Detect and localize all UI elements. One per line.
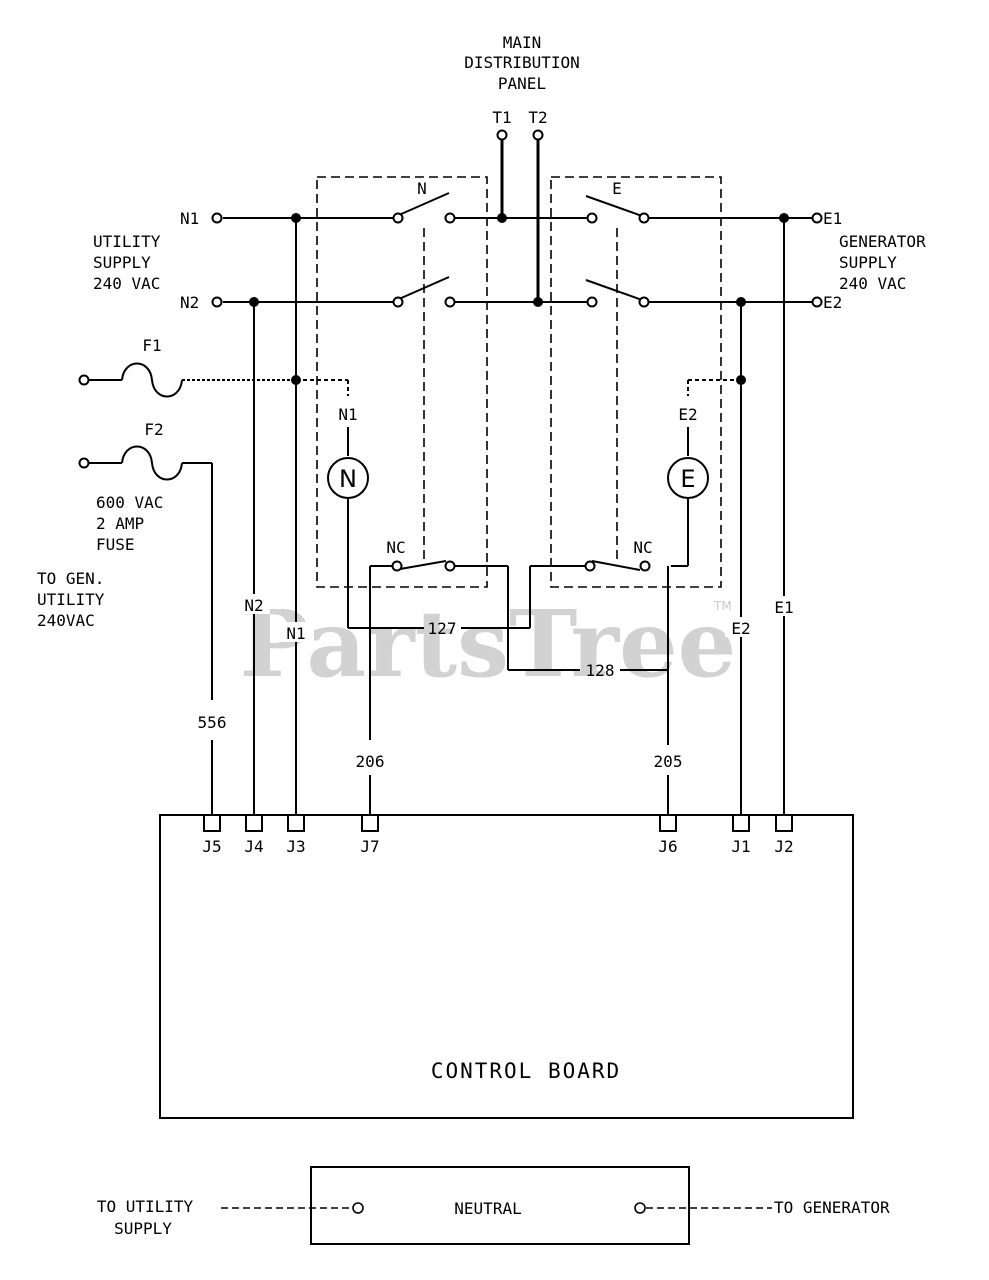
coil-n-symbol: N bbox=[327, 457, 369, 499]
panel-title-line2: DISTRIBUTION bbox=[464, 53, 580, 72]
generator-label-line3: 240 VAC bbox=[839, 274, 906, 293]
nc-contact-dots bbox=[391, 560, 651, 572]
wire-e2-bg bbox=[725, 617, 757, 637]
nc-right-label: NC bbox=[633, 538, 652, 557]
wire-n1-bg bbox=[280, 622, 312, 642]
terminal-t1-label: T1 bbox=[492, 108, 511, 127]
panel-title-line3: PANEL bbox=[498, 74, 546, 93]
fuse-rating-line2: 2 AMP bbox=[96, 514, 144, 533]
utility-n1-terminal-dot bbox=[211, 212, 223, 224]
wire-128-label: 128 bbox=[586, 661, 615, 680]
connector-j1-label: J1 bbox=[731, 837, 750, 856]
utility-n2-terminal: N2 bbox=[180, 293, 199, 312]
coil-n-wire-label: N1 bbox=[338, 405, 357, 424]
to-gen-line2: UTILITY bbox=[37, 590, 105, 609]
drop-wires bbox=[253, 218, 785, 815]
connector-j4-label: J4 bbox=[244, 837, 263, 856]
generator-label-line2: SUPPLY bbox=[839, 253, 897, 272]
connector-pins bbox=[203, 814, 793, 832]
switch-e-label: E bbox=[612, 179, 622, 198]
generator-label-line1: GENERATOR bbox=[839, 232, 926, 251]
watermark-tm: TM bbox=[713, 599, 732, 613]
fuse-f1-label: F1 bbox=[142, 336, 161, 355]
connector-j5-label: J5 bbox=[202, 837, 221, 856]
neutral-box bbox=[310, 1166, 690, 1245]
utility-label-line3: 240 VAC bbox=[93, 274, 160, 293]
bus-lines bbox=[223, 192, 813, 303]
to-utility-line2: SUPPLY bbox=[114, 1219, 172, 1238]
neutral-leads bbox=[221, 1202, 772, 1214]
control-board-box bbox=[159, 814, 854, 1119]
wire-n2-label: N2 bbox=[244, 596, 263, 615]
control-board-label: CONTROL BOARD bbox=[431, 1059, 621, 1083]
utility-label-line1: UTILITY bbox=[93, 232, 161, 251]
wire-e1-label: E1 bbox=[774, 598, 793, 617]
to-utility-line1: TO UTILITY bbox=[97, 1197, 194, 1216]
connector-j3-label: J3 bbox=[286, 837, 305, 856]
connector-j2-label: J2 bbox=[774, 837, 793, 856]
coil-wires bbox=[347, 379, 741, 815]
utility-label-line2: SUPPLY bbox=[93, 253, 151, 272]
terminal-t2-label: T2 bbox=[528, 108, 547, 127]
to-generator-label: TO GENERATOR bbox=[774, 1198, 890, 1217]
junction-dots bbox=[249, 213, 789, 385]
fuse-symbols bbox=[78, 362, 349, 815]
neutral-label: NEUTRAL bbox=[454, 1199, 521, 1218]
panel-title-line1: MAIN bbox=[503, 33, 542, 52]
wire-556-label: 556 bbox=[198, 713, 227, 732]
generator-e1-terminal: E1 bbox=[823, 209, 842, 228]
connector-j7-label: J7 bbox=[360, 837, 379, 856]
switch-n-label: N bbox=[417, 179, 427, 198]
coil-n-letter: N bbox=[339, 465, 357, 493]
wire-206-label: 206 bbox=[356, 752, 385, 771]
panel-terminals bbox=[496, 129, 544, 302]
coil-e-wire-label: E2 bbox=[678, 405, 697, 424]
wire-n2-bg bbox=[238, 594, 270, 614]
utility-n1-terminal: N1 bbox=[180, 209, 199, 228]
to-gen-line3: 240VAC bbox=[37, 611, 95, 630]
switch-enclosures bbox=[316, 176, 722, 588]
coil-e-symbol: E bbox=[667, 457, 709, 499]
switch-contacts bbox=[392, 212, 650, 308]
connector-j6-label: J6 bbox=[658, 837, 677, 856]
utility-n2-terminal-dot bbox=[211, 296, 223, 308]
wire-e2-label: E2 bbox=[731, 619, 750, 638]
generator-e2-terminal: E2 bbox=[823, 293, 842, 312]
fuse-rating-line3: FUSE bbox=[96, 535, 135, 554]
fuse-rating-line1: 600 VAC bbox=[96, 493, 163, 512]
generator-e1-terminal-dot bbox=[811, 212, 823, 224]
nc-left-label: NC bbox=[386, 538, 405, 557]
fuse-f2-label: F2 bbox=[144, 420, 163, 439]
coil-e-letter: E bbox=[680, 465, 695, 493]
wire-127-label: 127 bbox=[428, 619, 457, 638]
wire-n1-label: N1 bbox=[286, 624, 305, 643]
wire-e1-bg bbox=[768, 596, 800, 616]
wire-205-label: 205 bbox=[654, 752, 683, 771]
watermark-text: PartsTree bbox=[240, 590, 736, 698]
generator-e2-terminal-dot bbox=[811, 296, 823, 308]
to-gen-line1: TO GEN. bbox=[37, 569, 104, 588]
